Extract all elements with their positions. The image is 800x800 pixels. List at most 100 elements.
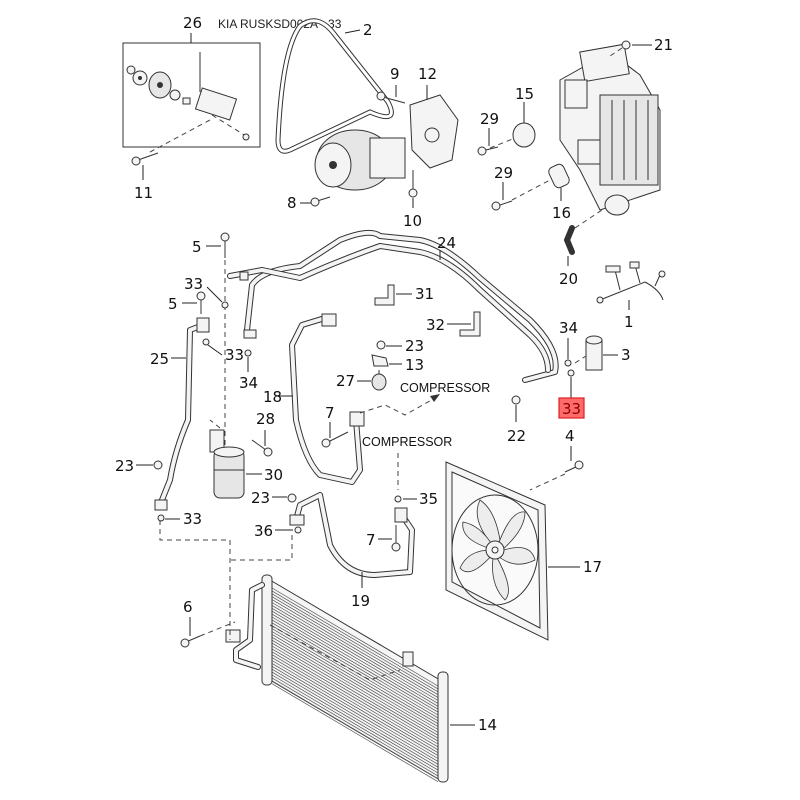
condenser-fin xyxy=(271,613,439,713)
callout-3: 3 xyxy=(621,346,631,364)
callout-35: 35 xyxy=(419,490,438,508)
condenser-fin xyxy=(271,631,439,730)
condenser-fin xyxy=(271,671,439,771)
callout-7b: 7 xyxy=(366,531,376,549)
ac-compressor xyxy=(314,129,406,191)
condenser-fin xyxy=(271,628,439,727)
callout-14: 14 xyxy=(478,716,497,734)
callout-7a: 7 xyxy=(325,404,335,422)
liquid-pipe-25 xyxy=(154,317,210,511)
receiver-drier xyxy=(209,429,245,499)
condenser-fin xyxy=(271,677,439,777)
suction-pipe-24 xyxy=(227,229,559,383)
callout-12: 12 xyxy=(418,65,437,83)
bolt-5-lower xyxy=(196,291,206,314)
callout-34a: 34 xyxy=(239,374,258,392)
condenser-14 xyxy=(225,574,449,783)
callout-22: 22 xyxy=(507,427,526,445)
callout-31: 31 xyxy=(415,285,434,303)
evaporator-unit xyxy=(559,43,661,216)
bolt-11 xyxy=(131,152,159,166)
condenser-fin xyxy=(271,602,439,701)
nut-23a xyxy=(153,460,163,470)
condenser-fin xyxy=(271,619,439,719)
callout-23c: 23 xyxy=(251,489,270,507)
condenser-fin xyxy=(271,648,439,748)
callout-17: 17 xyxy=(583,558,602,576)
condenser-fin xyxy=(271,587,439,687)
callout-8: 8 xyxy=(287,194,297,212)
condenser-fin xyxy=(271,674,439,774)
condenser-fin xyxy=(271,657,439,756)
condenser-fin xyxy=(271,593,439,693)
callout-36: 36 xyxy=(254,522,273,540)
callout-32: 32 xyxy=(426,316,445,334)
condenser-fin xyxy=(271,639,439,739)
bracket-31 xyxy=(374,284,395,306)
callout-23b: 23 xyxy=(405,337,424,355)
bolt-8 xyxy=(310,196,331,207)
o-ring-36 xyxy=(294,526,302,534)
nut-23b xyxy=(376,340,386,350)
compressor-label-upper: COMPRESSOR xyxy=(400,381,490,395)
hose-19 xyxy=(289,492,415,578)
condenser-fin xyxy=(271,680,439,780)
bracket-13 xyxy=(371,354,389,367)
condenser-fin xyxy=(271,651,439,751)
o-ring-33a xyxy=(221,301,229,309)
condenser-fin xyxy=(271,636,439,736)
callout-20: 20 xyxy=(559,270,578,288)
bracket-32 xyxy=(459,311,481,337)
bolt-7-lower xyxy=(391,525,401,552)
condenser-fin xyxy=(271,622,439,722)
drive-belt xyxy=(275,18,394,154)
gasket-16 xyxy=(548,163,570,189)
condenser-fin xyxy=(271,660,439,759)
screw-29-upper xyxy=(477,146,499,156)
o-ring-34a xyxy=(244,349,252,357)
nut-22 xyxy=(511,395,521,405)
nut-21 xyxy=(621,40,631,50)
bolt-10 xyxy=(408,170,418,198)
condenser-fin xyxy=(271,599,439,698)
condenser-fin xyxy=(271,645,439,745)
condenser-fin xyxy=(271,642,439,742)
highlighted-callout-33[interactable]: 33 xyxy=(558,397,585,419)
condenser-fin xyxy=(271,654,439,754)
compressor-label-lower: COMPRESSOR xyxy=(362,435,452,449)
callout-33a: 33 xyxy=(184,275,203,293)
bolt-5-upper xyxy=(220,232,230,258)
screw-29-lower xyxy=(491,200,513,211)
idler-pulley-assembly xyxy=(122,33,261,153)
callout-30: 30 xyxy=(264,466,283,484)
pressure-switch-3 xyxy=(574,335,603,371)
wiring-harness xyxy=(596,261,666,304)
condenser-fin xyxy=(271,607,439,707)
condenser-fin xyxy=(271,665,439,765)
o-ring-33c xyxy=(157,514,165,522)
compressor-bracket xyxy=(409,94,459,169)
callout-5a: 5 xyxy=(192,238,202,256)
callout-9: 9 xyxy=(390,65,400,83)
callout-6: 6 xyxy=(183,598,193,616)
nut-23c xyxy=(287,493,297,503)
o-ring-35 xyxy=(394,495,402,503)
callout-15: 15 xyxy=(515,85,534,103)
condenser-fin xyxy=(271,616,439,716)
callout-4: 4 xyxy=(565,427,575,445)
callout-27: 27 xyxy=(336,372,355,390)
bolt-6 xyxy=(180,635,201,648)
callout-11: 11 xyxy=(134,184,153,202)
callout-33c: 33 xyxy=(183,510,202,528)
condenser-fin xyxy=(271,625,439,725)
callout-29a: 29 xyxy=(480,110,499,128)
callout-28: 28 xyxy=(256,410,275,428)
callout-24: 24 xyxy=(437,234,456,252)
bolt-28 xyxy=(251,439,273,457)
condenser-fin xyxy=(271,668,439,768)
condenser-fins xyxy=(271,587,439,783)
callout-33b: 33 xyxy=(225,346,244,364)
callout-29b: 29 xyxy=(494,164,513,182)
callout-26: 26 xyxy=(183,14,202,32)
